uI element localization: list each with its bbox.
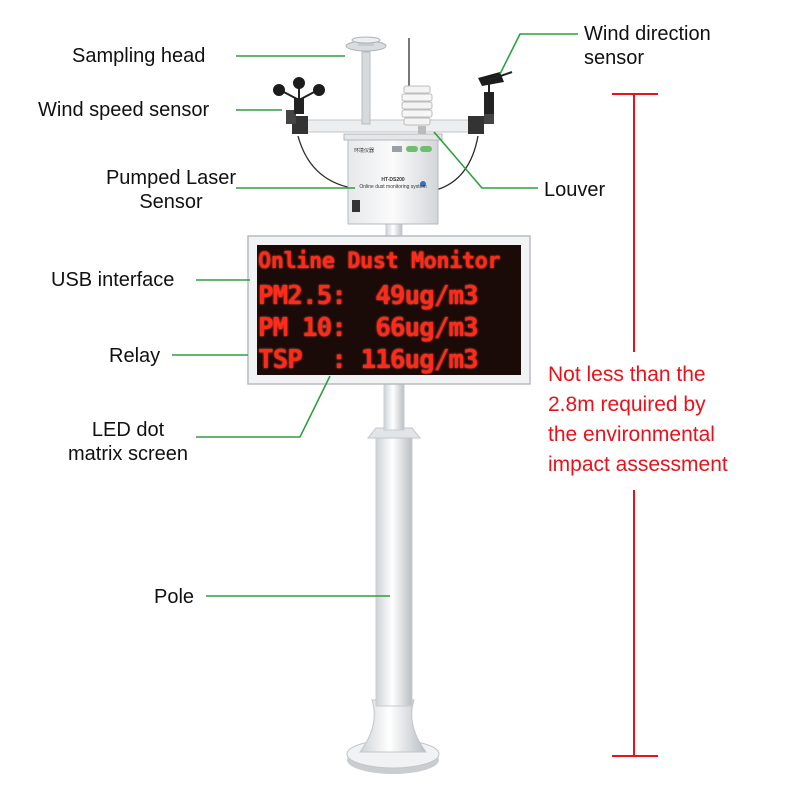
note-line-2: 2.8m required by	[548, 393, 706, 416]
height-requirement-note: Not less than the 2.8m required by the e…	[548, 360, 778, 480]
led-line-pm10: PM 10: 66ug/m3	[258, 313, 479, 343]
label-sampling-head: Sampling head	[72, 45, 206, 67]
device-subtitle: Online dust monitoring system	[359, 184, 426, 190]
label-wind-direction-line1: Wind direction	[584, 23, 711, 45]
led-line-tsp: TSP : 116ug/m3	[258, 345, 479, 375]
sampling-head	[345, 36, 387, 125]
leader-lines	[172, 33, 578, 597]
note-line-3: the environmental	[548, 423, 715, 446]
pole-shaft	[366, 211, 422, 707]
label-pumped-laser-line1: Pumped Laser	[105, 167, 237, 189]
label-wind-speed: Wind speed sensor	[38, 99, 210, 121]
led-screen	[247, 235, 531, 385]
device-brand: 环境仪器	[354, 147, 374, 154]
led-line-title: Online Dust Monitor	[258, 249, 501, 274]
label-led-screen-line1: LED dot	[91, 419, 165, 441]
note-line-4: impact assessment	[548, 453, 728, 476]
label-pole: Pole	[154, 586, 195, 608]
sensor-cables	[297, 135, 479, 191]
height-dimension	[612, 93, 658, 757]
sensor-crossarm	[286, 110, 494, 134]
leader-wind-direction	[499, 33, 578, 75]
label-relay: Relay	[109, 345, 161, 367]
label-louver: Louver	[544, 179, 606, 201]
label-led-screen: LED dot matrix screen	[62, 418, 194, 466]
label-wind-direction-line2: sensor	[584, 47, 645, 69]
device-model: HT-DS200	[381, 177, 405, 183]
leader-louver	[433, 131, 538, 189]
label-pumped-laser-line2: Sensor	[139, 191, 203, 213]
label-usb: USB interface	[51, 269, 175, 291]
wind-direction-vane	[478, 71, 513, 114]
note-line-1: Not less than the	[548, 363, 706, 386]
led-line-pm25: PM2.5: 49ug/m3	[258, 281, 479, 311]
leader-led	[196, 375, 331, 438]
label-wind-direction: Wind direction sensor	[584, 22, 711, 70]
sensor-box: 环境仪器 HT-DS200 Online dust monitoring sys…	[343, 133, 443, 225]
label-led-screen-line2: matrix screen	[67, 443, 189, 465]
label-pumped-laser: Pumped Laser Sensor	[96, 166, 246, 214]
pole-base	[346, 699, 440, 774]
wind-speed-cups	[273, 77, 325, 114]
